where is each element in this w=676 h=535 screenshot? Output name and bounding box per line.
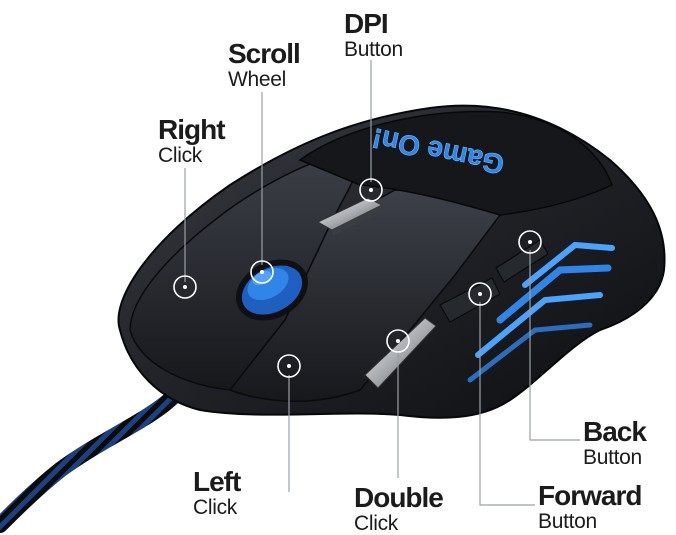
callout-double-click: Double Click — [354, 482, 444, 535]
callout-dpi-title: DPI — [344, 8, 389, 39]
callout-right-click-subtitle: Click — [158, 144, 202, 167]
right-click-marker — [173, 275, 197, 299]
marker-rings — [173, 178, 542, 378]
forward-marker — [468, 282, 492, 306]
callout-back-subtitle: Button — [583, 446, 642, 469]
back-marker — [518, 230, 542, 254]
dpi-button-icon — [316, 197, 384, 236]
callout-forward-title: Forward — [538, 480, 642, 511]
scroll-marker — [250, 260, 274, 284]
left-click-marker — [277, 354, 301, 378]
dpi-marker — [359, 178, 383, 202]
callout-double-click-title: Double — [354, 482, 444, 513]
back-button — [495, 239, 549, 283]
cable-icon — [0, 387, 183, 533]
callout-left-click: Left Click — [193, 466, 241, 519]
double-click-button — [364, 317, 437, 389]
callout-forward-subtitle: Button — [538, 510, 597, 533]
callout-scroll-title: Scroll — [228, 38, 301, 69]
callout-dpi-subtitle: Button — [344, 38, 403, 61]
callout-left-click-title: Left — [193, 466, 241, 497]
callout-double-click-subtitle: Click — [354, 512, 398, 535]
side-glow-stripes — [467, 241, 615, 383]
callout-back: Back Button — [583, 416, 647, 469]
leader-lines — [184, 60, 580, 506]
callout-right-click: Right Click — [158, 114, 226, 167]
callout-forward: Forward Button — [538, 480, 642, 533]
callout-right-click-title: Right — [158, 114, 226, 145]
callout-back-title: Back — [583, 416, 647, 447]
callout-scroll: Scroll Wheel — [228, 38, 301, 91]
callout-scroll-subtitle: Wheel — [228, 68, 287, 91]
double-click-marker — [386, 329, 410, 353]
callout-left-click-subtitle: Click — [193, 496, 237, 519]
callout-dpi: DPI Button — [344, 8, 403, 61]
